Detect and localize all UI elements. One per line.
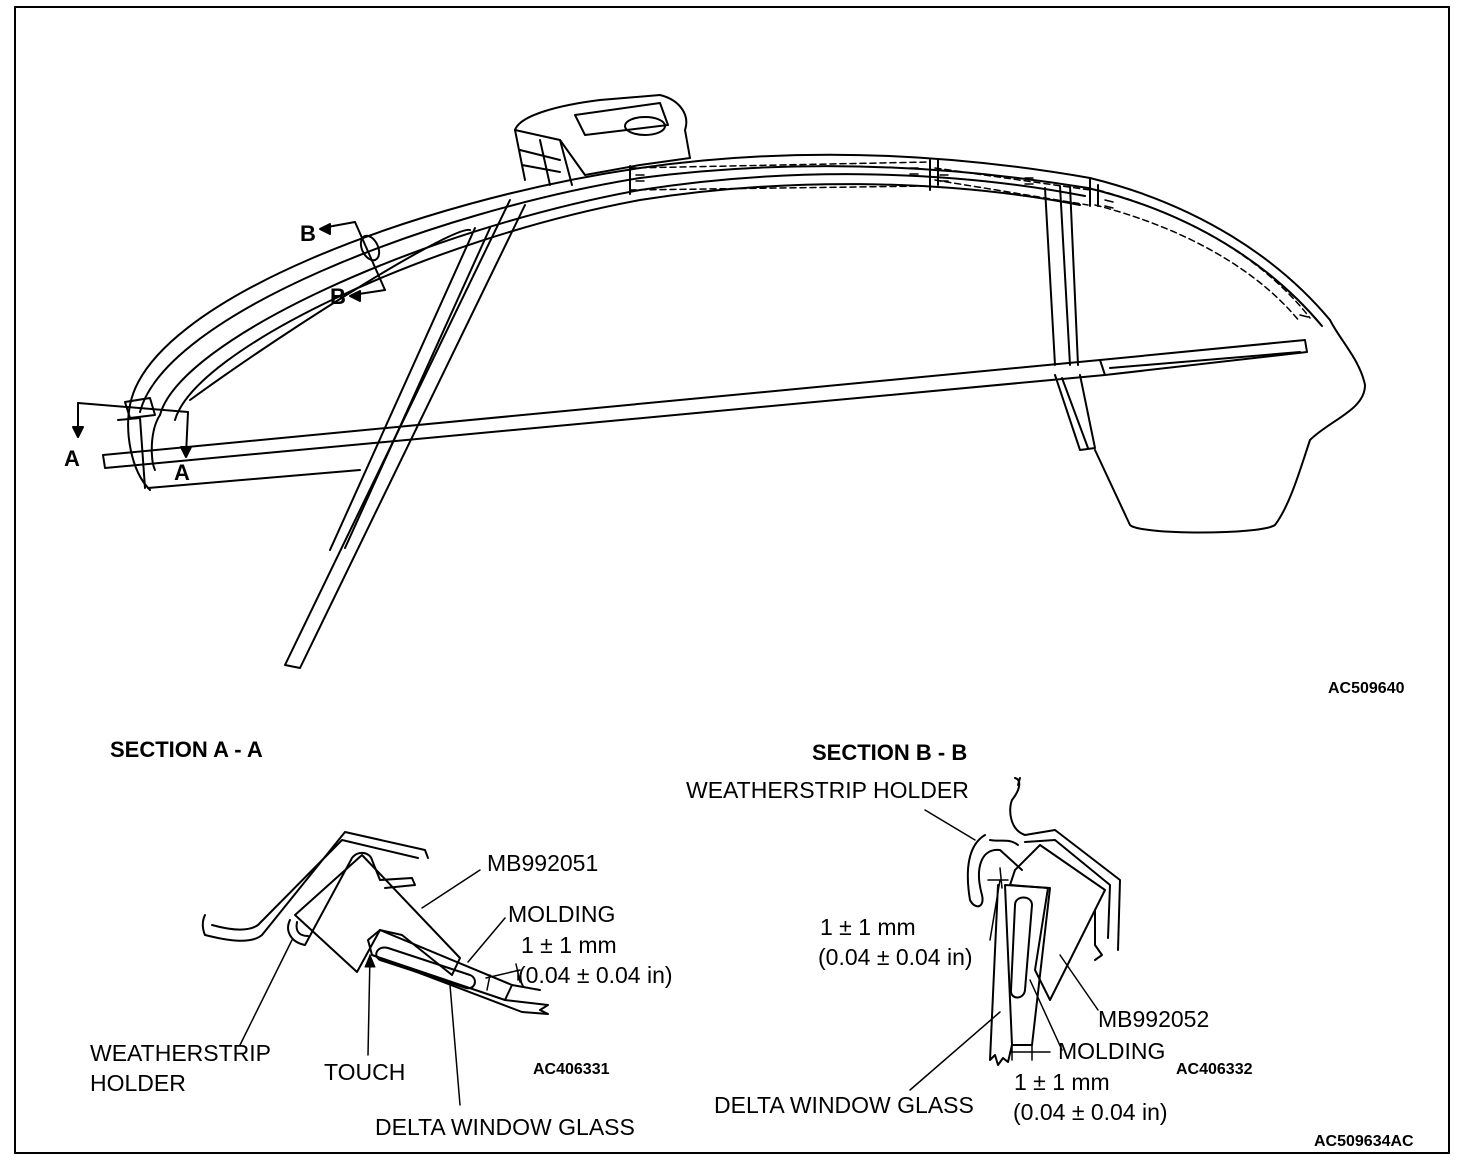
section-mark-a-right: A bbox=[174, 460, 190, 485]
section-mark-a-left: A bbox=[64, 446, 80, 471]
section-b-gap-top-in: (0.04 ± 0.04 in) bbox=[818, 944, 973, 970]
overview-ref-code: AC509640 bbox=[1328, 680, 1405, 697]
section-b-tool-label: MB992052 bbox=[1098, 1006, 1210, 1032]
section-b-weatherstrip-label: WEATHERSTRIP HOLDER bbox=[686, 777, 969, 803]
section-a-title: SECTION A - A bbox=[110, 737, 263, 762]
section-mark-b-lower: B bbox=[330, 284, 346, 309]
section-mark-b-upper: B bbox=[300, 221, 316, 246]
section-b-gap-bottom-in: (0.04 ± 0.04 in) bbox=[1013, 1099, 1168, 1125]
section-a-gap-in: (0.04 ± 0.04 in) bbox=[518, 962, 673, 988]
section-a-glass-label: DELTA WINDOW GLASS bbox=[375, 1114, 635, 1140]
section-b-molding-label: MOLDING bbox=[1058, 1038, 1166, 1064]
section-b-glass-label: DELTA WINDOW GLASS bbox=[714, 1092, 974, 1118]
section-a-drawing bbox=[201, 831, 549, 1106]
section-cut-line-b bbox=[319, 221, 386, 302]
door-overview-drawing bbox=[102, 94, 1366, 669]
section-b-gap-top-mm: 1 ± 1 mm bbox=[820, 914, 916, 940]
section-b-title: SECTION B - B bbox=[812, 740, 968, 765]
section-cut-line-a bbox=[72, 402, 192, 458]
figure-frame bbox=[14, 6, 1450, 1154]
section-b-gap-bottom-mm: 1 ± 1 mm bbox=[1014, 1069, 1110, 1095]
section-b-ref-code: AC406332 bbox=[1176, 1061, 1253, 1078]
section-a-gap-mm: 1 ± 1 mm bbox=[521, 932, 617, 958]
section-a-ref-code: AC406331 bbox=[533, 1061, 610, 1078]
section-a-touch-label: TOUCH bbox=[324, 1059, 406, 1085]
section-a-weatherstrip-line2: HOLDER bbox=[90, 1070, 186, 1096]
section-a-tool-label: MB992051 bbox=[487, 850, 599, 876]
section-a-molding-label: MOLDING bbox=[508, 901, 616, 927]
footer-ref-code: AC509634AC bbox=[1314, 1133, 1414, 1150]
section-a-weatherstrip-line1: WEATHERSTRIP bbox=[90, 1040, 272, 1066]
section-b-drawing bbox=[909, 777, 1121, 1091]
